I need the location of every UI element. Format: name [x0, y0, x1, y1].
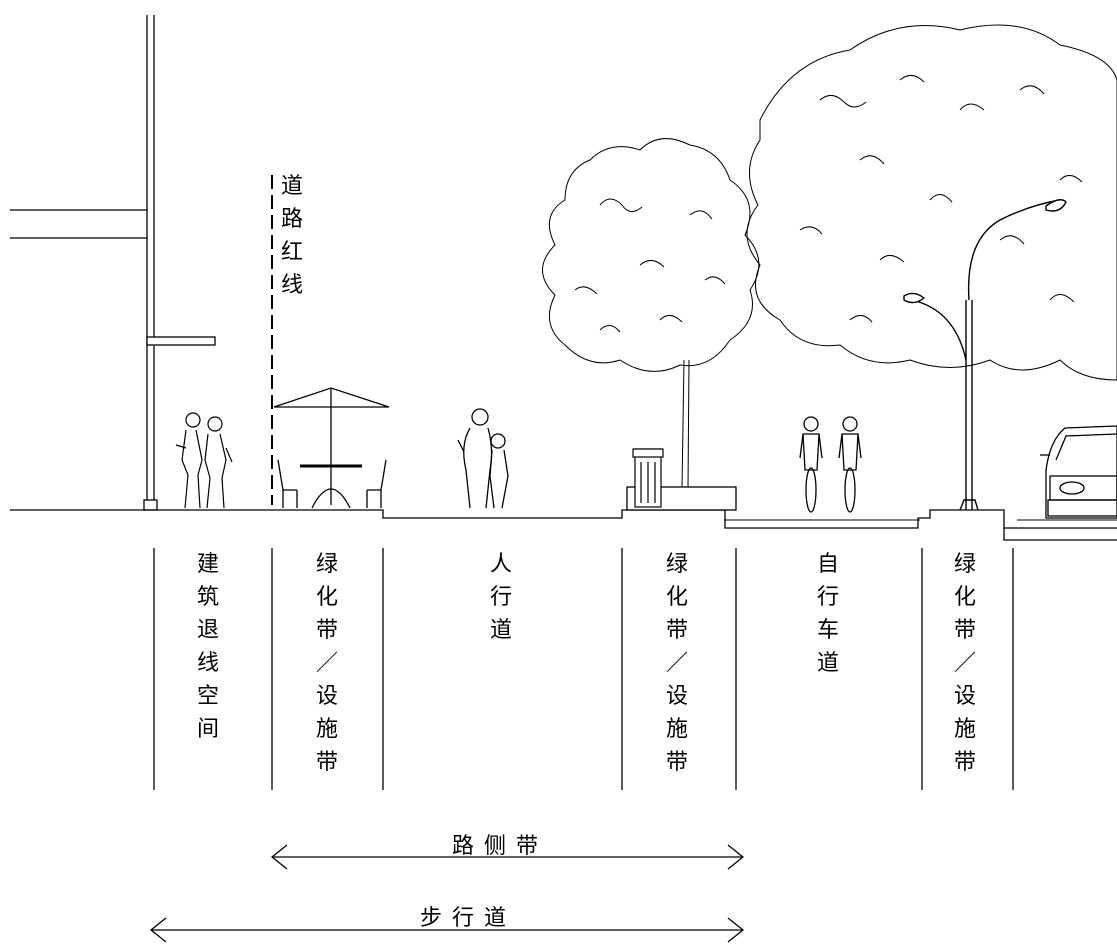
walkway-span-arrow [149, 917, 745, 943]
zone-label-green-strip-3: 绿化带／设施带 [953, 552, 976, 775]
zone-label-sidewalk: 人行道 [489, 552, 512, 643]
building-outline [10, 15, 216, 511]
tree-left-icon [542, 138, 760, 489]
tree-right-icon [746, 24, 1117, 381]
cyclists-icon [799, 416, 862, 513]
roadside-span-label: 路侧带 [452, 834, 549, 859]
zone-label-green-strip-2: 绿化带／设施带 [665, 552, 688, 775]
ground-profile [10, 509, 1117, 529]
car-front-icon [1040, 425, 1117, 519]
zone-label-green-strip-1: 绿化带／设施带 [315, 552, 338, 775]
trash-bin-icon [632, 448, 664, 508]
pedestrians-pair-icon [175, 412, 233, 509]
walkway-span-label: 步行道 [420, 906, 517, 931]
zone-dividers [153, 548, 1014, 790]
street-lamp-icon [903, 199, 1067, 511]
roadside-span-arrow [270, 844, 745, 870]
zone-label-setback: 建筑退线空间 [196, 552, 219, 742]
zone-label-bike-lane: 自行车道 [816, 552, 839, 676]
curb-profile [1003, 528, 1117, 541]
pedestrian-adult-child-icon [457, 408, 509, 509]
road-red-line-label: 道路红线 [280, 174, 303, 298]
cafe-umbrella-table-icon [273, 387, 390, 509]
